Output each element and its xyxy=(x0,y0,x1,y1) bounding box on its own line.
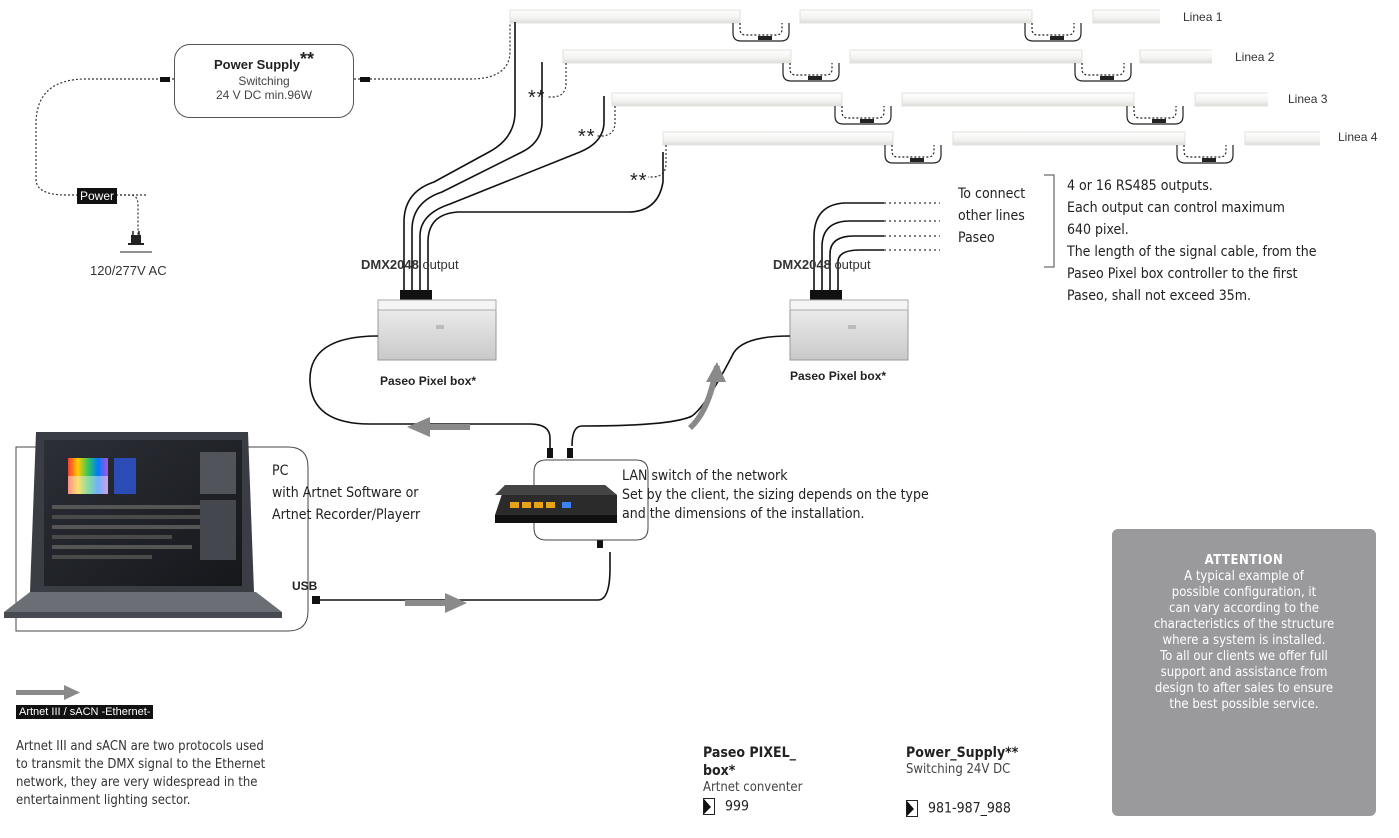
laptop-graphic xyxy=(4,432,282,618)
attention-line-1: A typical example of xyxy=(1120,569,1368,585)
linea-3-label: Linea 3 xyxy=(1288,92,1327,106)
power-feed-stars-2: ** xyxy=(528,87,546,110)
product-pixel-box-title-2: box* xyxy=(703,762,853,780)
legend-arrow-icon xyxy=(16,685,82,701)
document-icon xyxy=(703,798,715,815)
power-supply-box: Power Supply** Switching 24 V DC min.96W xyxy=(174,44,354,118)
legend-description-line-2: to transmit the DMX signal to the Ethern… xyxy=(16,756,265,774)
legend-description-line-3: network, they are very widespread in the xyxy=(16,774,265,792)
rs485-info-line-1: 4 or 16 RS485 outputs. xyxy=(1067,175,1316,197)
dmx-plugs-left xyxy=(400,290,432,300)
legend-description-line-4: entertainment lighting sector. xyxy=(16,792,265,810)
product-pixel-box-subtitle: Artnet conventer xyxy=(703,780,853,796)
product-power-supply-title: Power_Supply** xyxy=(906,744,1066,762)
power-feed-dashes xyxy=(548,63,666,177)
lan-switch-label-line-3: and the dimensions of the installation. xyxy=(622,505,929,524)
lan-switch-label-line-2: Set by the client, the sizing depends on… xyxy=(622,486,929,505)
power-supply-type: Switching xyxy=(175,74,353,88)
linea-2-label: Linea 2 xyxy=(1235,50,1274,64)
dmx-dashed-extensions xyxy=(884,203,940,250)
attention-line-9: the best possible service. xyxy=(1120,697,1368,713)
dmx-plugs-right xyxy=(810,290,842,300)
to-connect-line-1: To connect xyxy=(958,183,1025,205)
legend-tag: Artnet III / sACN -Ethernet- xyxy=(16,705,153,719)
lan-switch-label: LAN switch of the network Set by the cli… xyxy=(622,467,929,524)
ac-voltage-label: 120/277V AC xyxy=(90,263,167,278)
rs485-info: 4 or 16 RS485 outputs. Each output can c… xyxy=(1067,175,1316,307)
linea-1-bars xyxy=(510,8,1220,25)
product-power-supply-code-row: 981-987_988 xyxy=(906,800,1066,817)
attention-line-4: characteristics of the structure xyxy=(1120,617,1368,633)
pc-label-line-3: Artnet Recorder/Playerr xyxy=(272,504,420,526)
power-supply-title: Power Supply xyxy=(214,57,300,72)
dmx-label-right-bold: DMX2048 xyxy=(773,257,831,272)
product-pixel-box-code-row: 999 xyxy=(703,798,853,815)
rs485-info-line-4: The length of the signal cable, from the xyxy=(1067,241,1316,263)
product-power-supply: Power_Supply** Switching 24V DC 981-987_… xyxy=(906,744,1066,817)
product-pixel-box: Paseo PIXEL_ box* Artnet conventer 999 xyxy=(703,744,853,815)
product-power-supply-subtitle: Switching 24V DC xyxy=(906,762,1066,778)
pixel-box-left-graphic xyxy=(378,300,496,360)
attention-heading: ATTENTION xyxy=(1120,553,1368,569)
attention-line-7: support and assistance from xyxy=(1120,665,1368,681)
dmx-label-right-suffix: output xyxy=(834,257,870,272)
pixel-box-right-label: Paseo Pixel box* xyxy=(790,369,886,383)
linea-1-label: Linea 1 xyxy=(1183,10,1222,24)
dmx-label-right: DMX2048 output xyxy=(773,257,871,272)
linea-4-bars xyxy=(663,130,1380,147)
dmx-label-left: DMX2048 output xyxy=(361,257,459,272)
lan-switch-graphic xyxy=(495,485,617,523)
to-connect-line-3: Paseo xyxy=(958,227,1025,249)
attention-line-5: where a system is installed. xyxy=(1120,633,1368,649)
info-bracket xyxy=(1044,175,1054,267)
power-tag: Power xyxy=(77,188,117,204)
dmx-label-left-bold: DMX2048 xyxy=(361,257,419,272)
to-connect-line-2: other lines xyxy=(958,205,1025,227)
power-feed-stars-4: ** xyxy=(630,170,648,193)
attention-box: ATTENTION A typical example of possible … xyxy=(1112,529,1376,816)
legend-description-line-1: Artnet III and sACN are two protocols us… xyxy=(16,738,265,756)
pixel-box-left-label: Paseo Pixel box* xyxy=(380,374,476,388)
attention-line-6: To all our clients we offer full xyxy=(1120,649,1368,665)
rs485-info-line-2: Each output can control maximum xyxy=(1067,197,1316,219)
pixel-box-right-graphic xyxy=(790,300,908,360)
linea-2-bars xyxy=(563,48,1272,65)
dmx-cables-right xyxy=(814,203,884,292)
linea-3-bars xyxy=(612,91,1328,108)
rs485-info-line-6: Paseo, shall not exceed 35m. xyxy=(1067,285,1316,307)
rs485-info-line-3: 640 pixel. xyxy=(1067,219,1316,241)
pc-label-line-2: with Artnet Software or xyxy=(272,482,420,504)
attention-line-2: possible configuration, it xyxy=(1120,585,1368,601)
linea-4-label: Linea 4 xyxy=(1338,130,1377,144)
dmx-label-left-suffix: output xyxy=(422,257,458,272)
power-feed-stars-3: ** xyxy=(578,126,596,149)
ac-plug-icon xyxy=(120,231,152,252)
legend-description: Artnet III and sACN are two protocols us… xyxy=(16,738,265,810)
attention-line-3: can vary according to the xyxy=(1120,601,1368,617)
to-connect-text: To connect other lines Paseo xyxy=(958,183,1025,249)
product-pixel-box-code[interactable]: 999 xyxy=(725,799,749,815)
usb-label: USB xyxy=(292,579,317,593)
power-supply-stars: ** xyxy=(300,49,314,69)
document-icon xyxy=(906,800,918,817)
attention-line-8: design to after sales to ensure xyxy=(1120,681,1368,697)
pc-label: PC with Artnet Software or Artnet Record… xyxy=(272,460,420,526)
rs485-info-line-5: Paseo Pixel box controller to the first xyxy=(1067,263,1316,285)
product-power-supply-code[interactable]: 981-987_988 xyxy=(928,801,1011,817)
pc-label-line-1: PC xyxy=(272,460,420,482)
lan-switch-label-line-1: LAN switch of the network xyxy=(622,467,929,486)
power-supply-voltage: 24 V DC min.96W xyxy=(175,88,353,102)
product-pixel-box-title-1: Paseo PIXEL_ xyxy=(703,744,853,762)
